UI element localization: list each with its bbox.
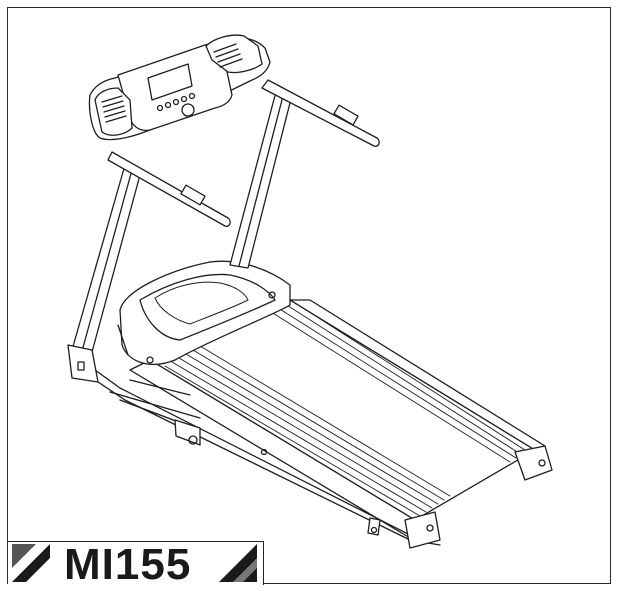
console (88, 34, 271, 141)
handrails (107, 79, 380, 227)
belt-slats-right (267, 298, 529, 463)
model-badge: MI155 (8, 541, 264, 585)
badge-triangle-left-icon (12, 544, 50, 582)
badge-triangle-right-icon (219, 544, 257, 582)
model-name: MI155 (64, 541, 192, 585)
motor-hood (117, 260, 291, 365)
belt-slats-left (164, 345, 451, 517)
treadmill-uprights (67, 87, 293, 383)
rear-roller (260, 445, 553, 549)
